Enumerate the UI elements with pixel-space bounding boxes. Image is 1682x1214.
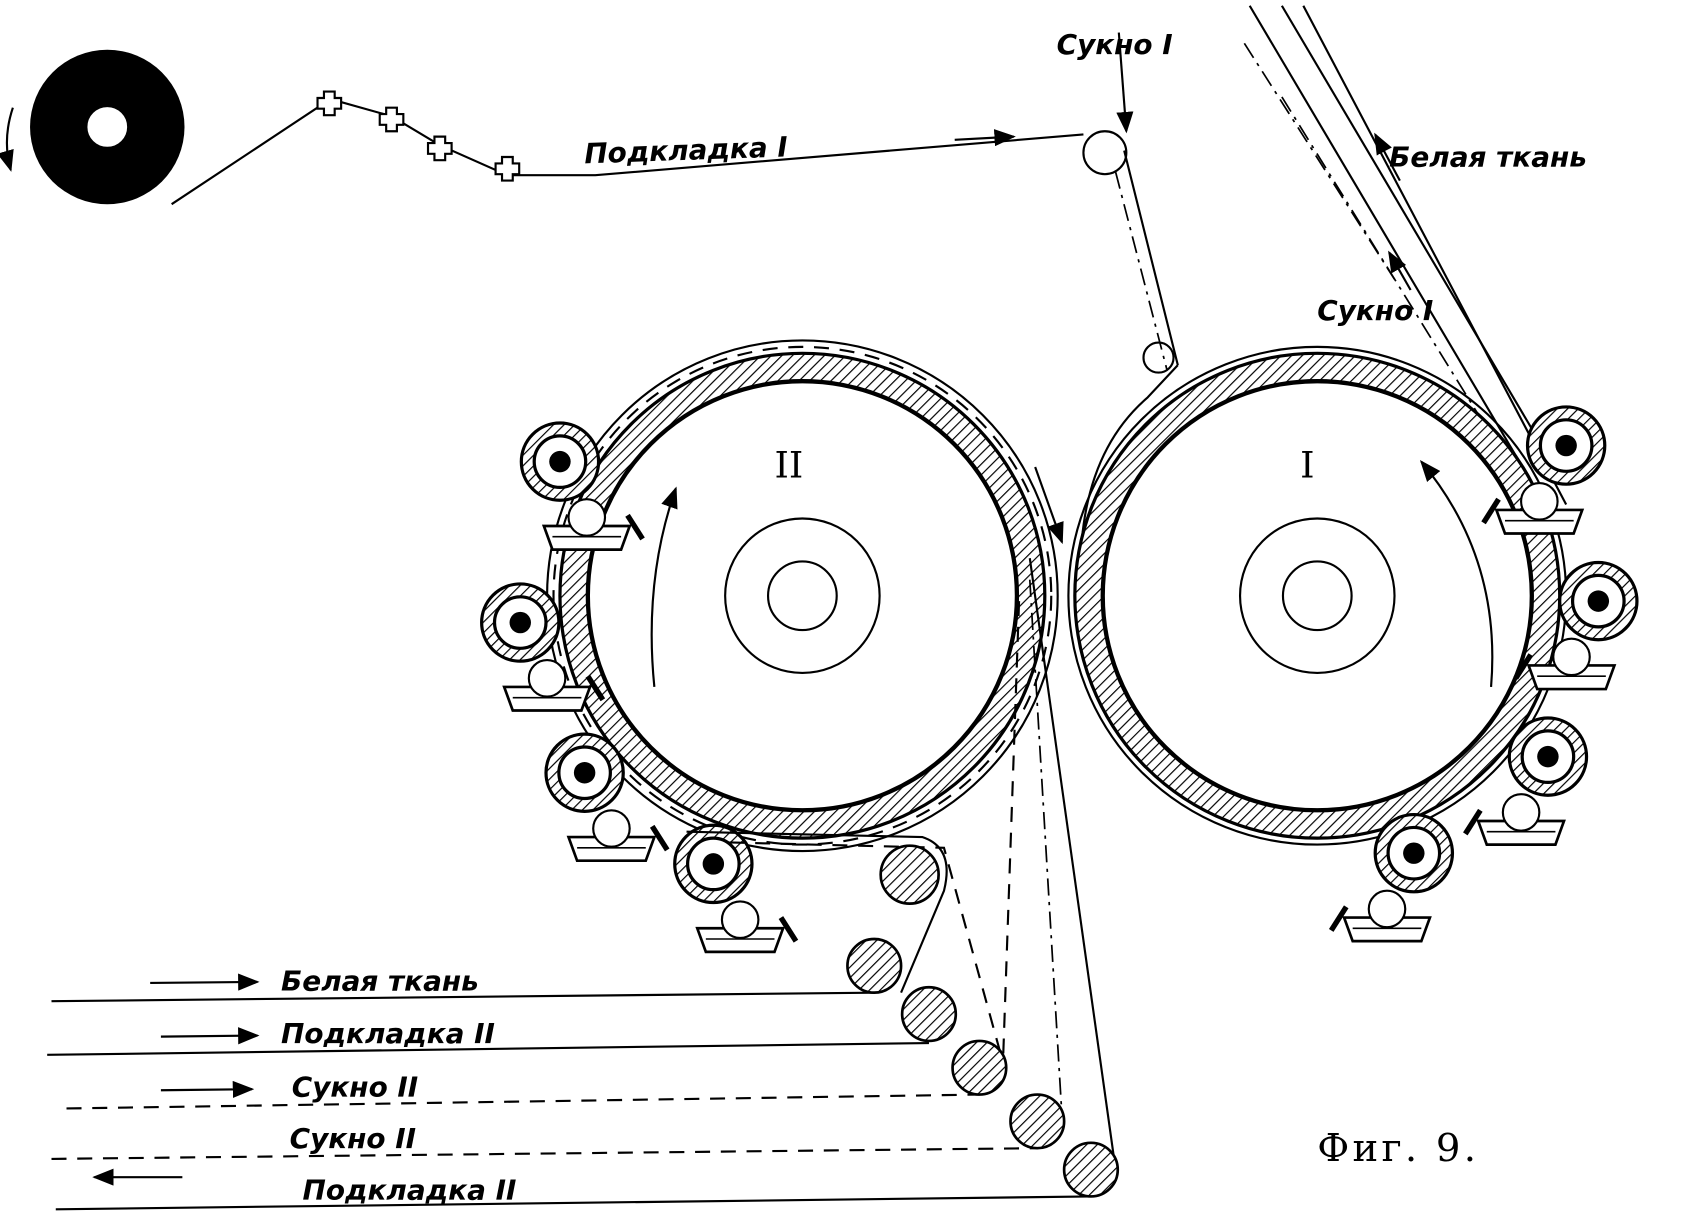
- lining-I-path: [171, 32, 1179, 602]
- label-felt-I-top: Сукно I: [1057, 28, 1173, 61]
- print-rollers: [480, 405, 1639, 954]
- feed-roll: [0, 49, 185, 205]
- label-lining-I: Подкладка I: [584, 130, 788, 170]
- print-roller: [519, 421, 645, 551]
- print-roller: [544, 732, 670, 863]
- bottom-strands: [47, 973, 1091, 1211]
- label-white-fabric-top: Белая ткань: [1389, 141, 1587, 174]
- label-lining-II-in: Подкладка II: [281, 1017, 495, 1050]
- print-roller: [480, 582, 606, 712]
- figure-caption: Фиг. 9.: [1317, 1126, 1479, 1171]
- label-white-fabric-bottom: Белая ткань: [281, 964, 479, 997]
- label-felt-I-right: Сукно I: [1317, 294, 1433, 327]
- label-felt-II-in: Сукно II: [292, 1071, 418, 1104]
- print-roller: [1463, 716, 1589, 846]
- label-felt-II-out: Сукно II: [290, 1122, 416, 1155]
- drum-II: II: [546, 339, 1059, 853]
- print-roller: [1481, 405, 1607, 535]
- drum-II-label: II: [774, 444, 803, 487]
- print-roller: [673, 823, 799, 954]
- guide-rollers: [686, 558, 1120, 1198]
- print-roller: [1513, 560, 1639, 691]
- drum-I: I: [1067, 345, 1568, 846]
- drum-I-label: I: [1300, 444, 1314, 487]
- label-lining-II-out: Подкладка II: [303, 1174, 517, 1207]
- print-roller: [1328, 812, 1455, 943]
